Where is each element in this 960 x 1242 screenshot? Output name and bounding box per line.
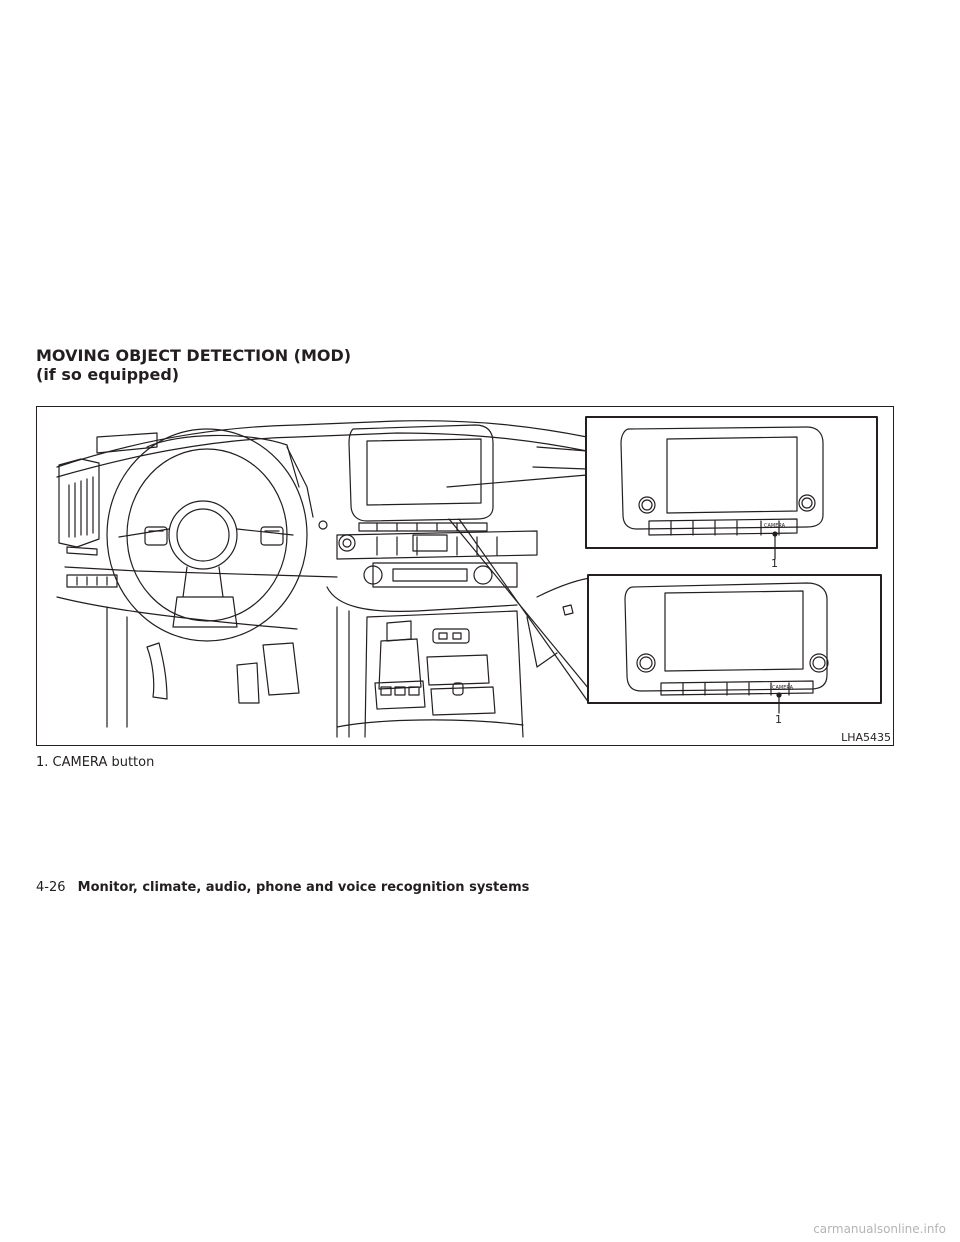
page-footer: 4-26 Monitor, climate, audio, phone and … <box>36 880 529 895</box>
camera-button-label-top: CAMERA <box>764 523 786 529</box>
dashboard-illustration: CAMERA 1 CAMERA 1 LHA5435 <box>36 406 894 746</box>
section-heading: MOVING OBJECT DETECTION (MOD) (if so equ… <box>36 346 351 384</box>
camera-button-label-bottom: CAMERA <box>772 685 794 691</box>
figure-id: LHA5435 <box>841 731 891 744</box>
callout-number-top: 1 <box>771 557 778 570</box>
watermark: carmanualsonline.info <box>813 1222 946 1236</box>
heading-line-1: MOVING OBJECT DETECTION (MOD) <box>36 346 352 365</box>
figure-caption: 1. CAMERA button <box>36 755 155 770</box>
page-number: 4-26 <box>36 880 66 895</box>
footer-section-title: Monitor, climate, audio, phone and voice… <box>77 880 530 895</box>
dashboard-line-drawing <box>56 416 882 738</box>
callout-number-bottom: 1 <box>775 713 782 726</box>
heading-line-2: (if so equipped) <box>36 365 180 384</box>
